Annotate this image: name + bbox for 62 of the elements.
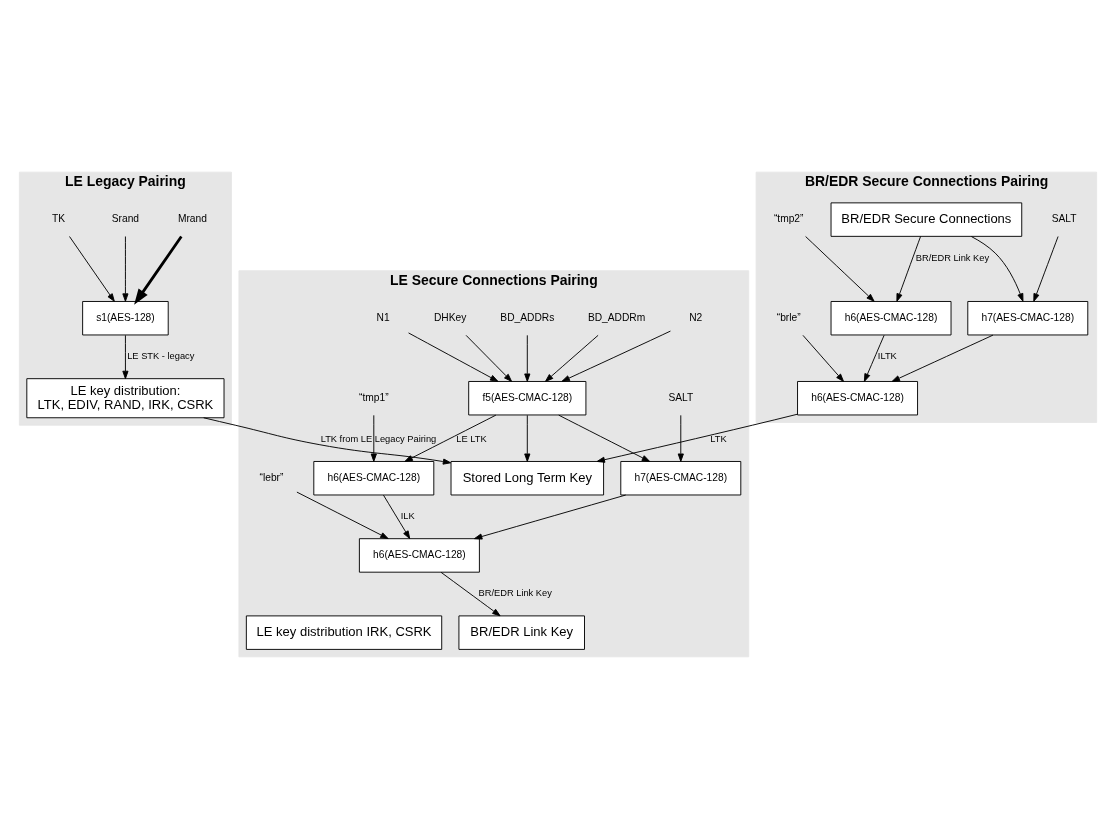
arrow [203,417,452,465]
node-box: h6(AES-CMAC-128) [830,301,952,336]
arrow [134,235,183,305]
edge-label: BR/EDR Link Key [915,252,990,263]
arrow [596,413,798,463]
arrow [440,571,501,617]
arrow [561,330,671,382]
node-box: s1(AES-128) [82,301,169,336]
node-text: “brle” [776,311,801,323]
edge-label: LE LTK [456,433,487,444]
node-text: SALT [1051,213,1077,225]
arrow [404,414,497,462]
arrow [473,494,627,540]
arrow [802,334,844,382]
edge-label: LTK [710,433,727,444]
node-text: “tmp2” [773,213,804,225]
arrow [805,236,875,302]
edge-label: BR/EDR Link Key [478,588,552,599]
node-text: TK [51,213,65,225]
arrow [122,334,129,380]
node-box: h6(AES-CMAC-128) [313,461,435,496]
arrow [970,236,1024,302]
edge-label: LE STK - legacy [127,351,195,362]
arrow [677,414,684,462]
node-text: “lebr” [259,471,284,483]
node-box: LE key distribution: LTK, EDIV, RAND, IRK, CSRK [26,378,225,419]
arrow [896,236,922,302]
edge-label: ILTK [877,351,897,362]
arrow [1033,236,1059,302]
arrow [524,414,531,462]
node-box: h6(AES-CMAC-128) [797,381,918,416]
node-text: SALT [668,391,694,403]
arrow [408,332,499,382]
node-box: Stored Long Term Key [450,461,605,496]
arrow [296,491,389,540]
node-text: BD_ADDRs [500,311,555,323]
node-text: “tmp1” [359,391,389,403]
node-box: h7(AES-CMAC-128) [967,301,1089,336]
arrow [69,236,115,302]
node-text: Srand [111,213,140,225]
arrow [122,236,129,302]
arrow [383,494,411,539]
node-text: N2 [689,311,703,323]
arrow [891,334,994,382]
edge-label: ILK [400,511,415,522]
arrow [465,334,513,382]
node-box: BR/EDR Link Key [458,615,585,650]
node-text: DHKey [433,311,467,323]
node-text: BD_ADDRm [587,311,646,323]
arrow [545,334,599,382]
arrow [558,414,651,462]
node-box: LE key distribution IRK, CSRK [245,615,443,650]
node-box: h7(AES-CMAC-128) [620,461,742,496]
edge-label: LTK from LE Legacy Pairing [320,433,437,444]
arrow [370,414,377,462]
arrow [863,334,885,382]
node-box: h6(AES-CMAC-128) [358,538,480,573]
node-text: Mrand [177,213,207,225]
arrow [524,334,531,382]
node-box: BR/EDR Secure Connections [830,202,1023,237]
node-text: N1 [376,311,390,323]
node-box: f5(AES-CMAC-128) [468,381,587,416]
